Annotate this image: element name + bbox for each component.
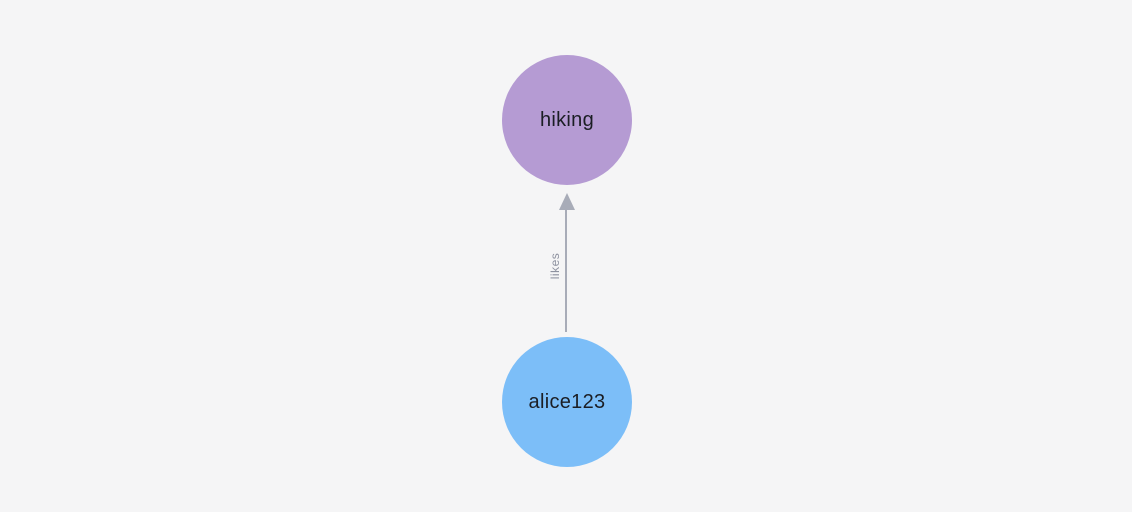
edge-line[interactable] [565, 208, 567, 332]
node-label: alice123 [528, 390, 606, 413]
edge-label[interactable]: likes [548, 252, 562, 280]
node-hiking[interactable]: hiking [502, 55, 632, 185]
node-label: hiking [539, 108, 595, 131]
arrowhead-icon [559, 193, 575, 210]
node-alice123[interactable]: alice123 [502, 337, 632, 467]
